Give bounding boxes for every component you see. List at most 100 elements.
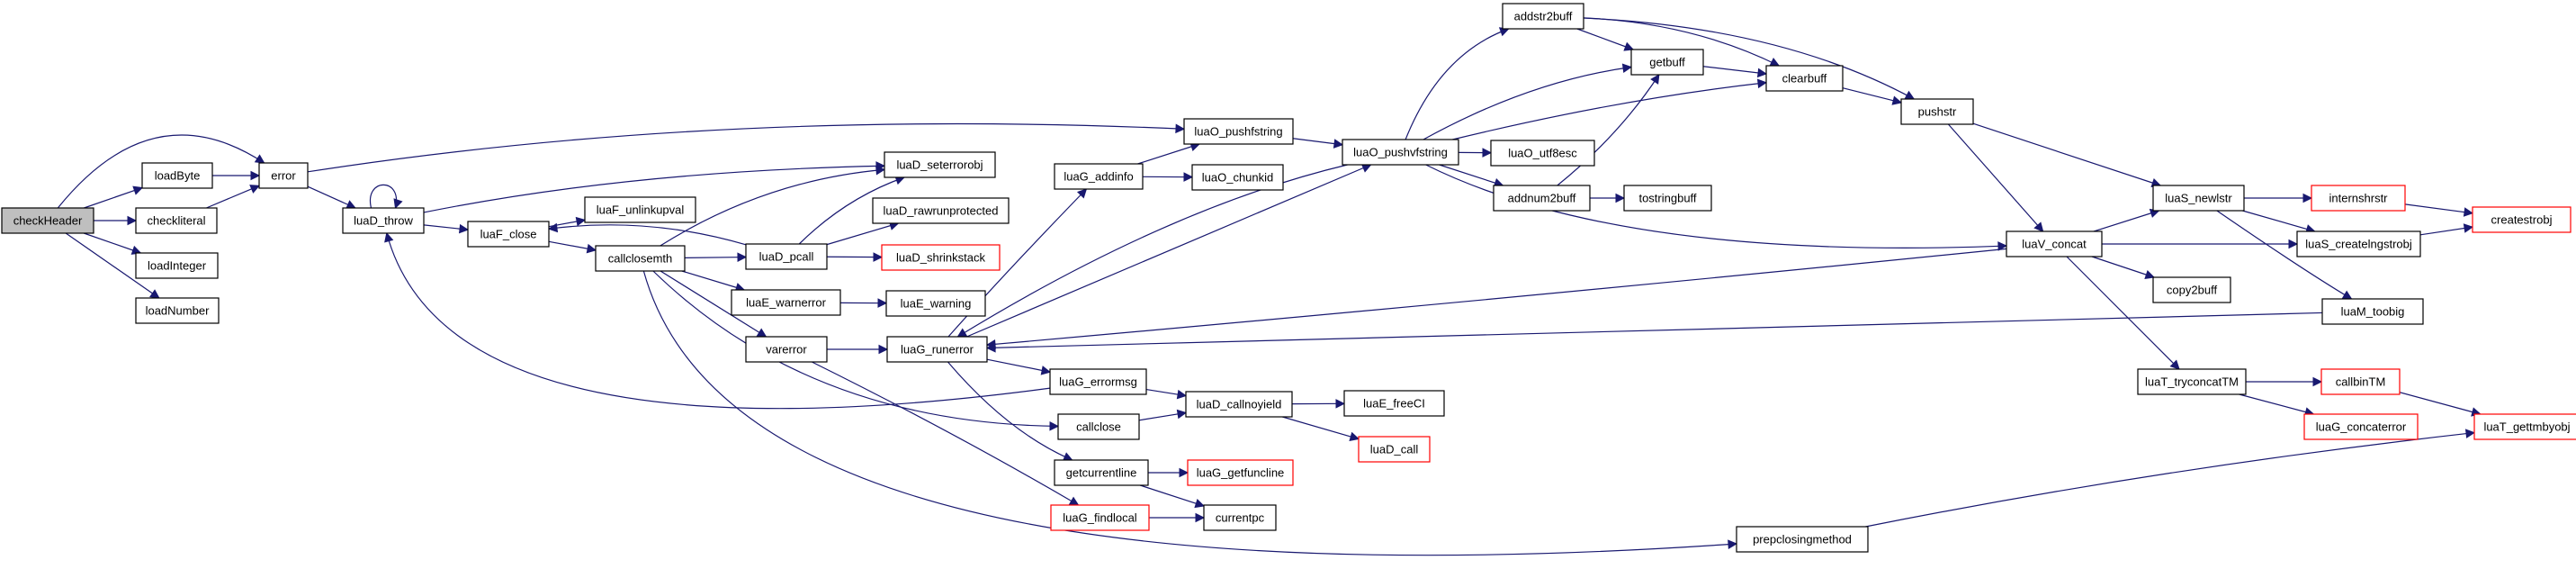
node-luaG_concaterror[interactable]: luaG_concaterror <box>2303 413 2419 440</box>
node-box[interactable] <box>1187 459 1294 486</box>
node-luaE_warning[interactable]: luaE_warning <box>885 290 986 317</box>
node-box[interactable] <box>1736 526 1869 553</box>
node-checkliteral[interactable]: checkliteral <box>135 207 218 234</box>
node-luaG_getfuncline[interactable]: luaG_getfuncline <box>1187 459 1294 486</box>
node-luaD_throw[interactable]: luaD_throw <box>342 207 425 234</box>
node-box[interactable] <box>1054 163 1144 190</box>
node-box[interactable] <box>595 245 686 272</box>
node-luaM_toobig[interactable]: luaM_toobig <box>2321 298 2424 325</box>
node-createstrobj[interactable]: createstrobj <box>2472 206 2572 233</box>
node-box[interactable] <box>1502 3 1584 30</box>
node-box[interactable] <box>1050 504 1150 531</box>
node-box[interactable] <box>872 197 1010 224</box>
node-getbuff[interactable]: getbuff <box>1630 49 1704 76</box>
node-luaG_findlocal[interactable]: luaG_findlocal <box>1050 504 1150 531</box>
node-box[interactable] <box>2137 368 2247 395</box>
node-box[interactable] <box>342 207 425 234</box>
node-box[interactable] <box>2152 276 2231 303</box>
node-callclose[interactable]: callclose <box>1057 413 1140 440</box>
node-box[interactable] <box>1057 413 1140 440</box>
node-box[interactable] <box>135 297 220 324</box>
node-box[interactable] <box>2320 368 2401 395</box>
node-box[interactable] <box>1054 459 1149 486</box>
node-box[interactable] <box>745 243 828 270</box>
node-luaO_pushvfstring[interactable]: luaO_pushvfstring <box>1342 139 1459 166</box>
node-luaV_concat[interactable]: luaV_concat <box>2006 230 2103 257</box>
node-box[interactable] <box>2303 413 2419 440</box>
node-pushstr[interactable]: pushstr <box>1900 98 1974 125</box>
node-callbinTM[interactable]: callbinTM <box>2320 368 2401 395</box>
node-luaD_callnoyield[interactable]: luaD_callnoyield <box>1185 391 1293 418</box>
node-box[interactable] <box>2472 206 2572 233</box>
node-luaT_gettmbyobj[interactable]: luaT_gettmbyobj <box>2473 413 2576 440</box>
node-copy2buff[interactable]: copy2buff <box>2152 276 2231 303</box>
node-box[interactable] <box>2006 230 2103 257</box>
node-luaD_pcall[interactable]: luaD_pcall <box>745 243 828 270</box>
node-box[interactable] <box>886 336 988 363</box>
node-box[interactable] <box>745 336 828 363</box>
node-box[interactable] <box>731 289 841 316</box>
node-box[interactable] <box>2296 230 2421 257</box>
node-getcurrentline[interactable]: getcurrentline <box>1054 459 1149 486</box>
node-luaT_tryconcatTM[interactable]: luaT_tryconcatTM <box>2137 368 2247 395</box>
node-luaF_close[interactable]: luaF_close <box>467 221 550 248</box>
node-tostringbuff[interactable]: tostringbuff <box>1623 185 1712 212</box>
node-box[interactable] <box>1623 185 1712 212</box>
node-addnum2buff[interactable]: addnum2buff <box>1493 185 1591 212</box>
node-luaO_chunkid[interactable]: luaO_chunkid <box>1191 164 1284 191</box>
node-box[interactable] <box>584 196 696 223</box>
node-box[interactable] <box>881 244 1001 271</box>
node-luaD_call[interactable]: luaD_call <box>1358 436 1431 463</box>
node-currentpc[interactable]: currentpc <box>1203 504 1277 531</box>
node-box[interactable] <box>1191 164 1284 191</box>
node-loadInteger[interactable]: loadInteger <box>135 252 219 279</box>
node-box[interactable] <box>1358 436 1431 463</box>
node-box[interactable] <box>135 207 218 234</box>
node-luaS_newlstr[interactable]: luaS_newlstr <box>2152 185 2245 212</box>
node-box[interactable] <box>2321 298 2424 325</box>
node-luaG_errormsg[interactable]: luaG_errormsg <box>1049 368 1147 395</box>
node-luaO_utf8esc[interactable]: luaO_utf8esc <box>1490 140 1595 167</box>
node-box[interactable] <box>1343 390 1445 417</box>
node-box[interactable] <box>1049 368 1147 395</box>
node-box[interactable] <box>258 162 309 189</box>
node-callclosemth[interactable]: callclosemth <box>595 245 686 272</box>
node-box[interactable] <box>1900 98 1974 125</box>
node-prepclosingmethod[interactable]: prepclosingmethod <box>1736 526 1869 553</box>
node-varerror[interactable]: varerror <box>745 336 828 363</box>
node-box[interactable] <box>1 207 94 234</box>
node-luaE_warnerror[interactable]: luaE_warnerror <box>731 289 841 316</box>
node-box[interactable] <box>2152 185 2245 212</box>
node-box[interactable] <box>135 252 219 279</box>
node-box[interactable] <box>2311 185 2406 212</box>
node-luaO_pushfstring[interactable]: luaO_pushfstring <box>1183 118 1294 145</box>
node-box[interactable] <box>1490 140 1595 167</box>
node-checkHeader[interactable]: checkHeader <box>1 207 94 234</box>
node-box[interactable] <box>1203 504 1277 531</box>
node-loadByte[interactable]: loadByte <box>141 162 213 189</box>
node-luaG_addinfo[interactable]: luaG_addinfo <box>1054 163 1144 190</box>
node-box[interactable] <box>1183 118 1294 145</box>
node-internshrstr[interactable]: internshrstr <box>2311 185 2406 212</box>
node-box[interactable] <box>1493 185 1591 212</box>
node-luaF_unlinkupval[interactable]: luaF_unlinkupval <box>584 196 696 223</box>
node-luaD_seterrorobj[interactable]: luaD_seterrorobj <box>884 151 996 178</box>
node-box[interactable] <box>1185 391 1293 418</box>
node-box[interactable] <box>885 290 986 317</box>
node-box[interactable] <box>141 162 213 189</box>
node-luaD_rawrunprotected[interactable]: luaD_rawrunprotected <box>872 197 1010 224</box>
node-box[interactable] <box>1342 139 1459 166</box>
node-box[interactable] <box>1765 65 1844 92</box>
node-box[interactable] <box>1630 49 1704 76</box>
node-loadNumber[interactable]: loadNumber <box>135 297 220 324</box>
node-box[interactable] <box>467 221 550 248</box>
node-luaS_createlngstrobj[interactable]: luaS_createlngstrobj <box>2296 230 2421 257</box>
node-clearbuff[interactable]: clearbuff <box>1765 65 1844 92</box>
node-box[interactable] <box>884 151 996 178</box>
node-box[interactable] <box>2473 413 2576 440</box>
node-addstr2buff[interactable]: addstr2buff <box>1502 3 1584 30</box>
node-luaD_shrinkstack[interactable]: luaD_shrinkstack <box>881 244 1001 271</box>
node-luaE_freeCI[interactable]: luaE_freeCI <box>1343 390 1445 417</box>
node-error[interactable]: error <box>258 162 309 189</box>
node-luaG_runerror[interactable]: luaG_runerror <box>886 336 988 363</box>
